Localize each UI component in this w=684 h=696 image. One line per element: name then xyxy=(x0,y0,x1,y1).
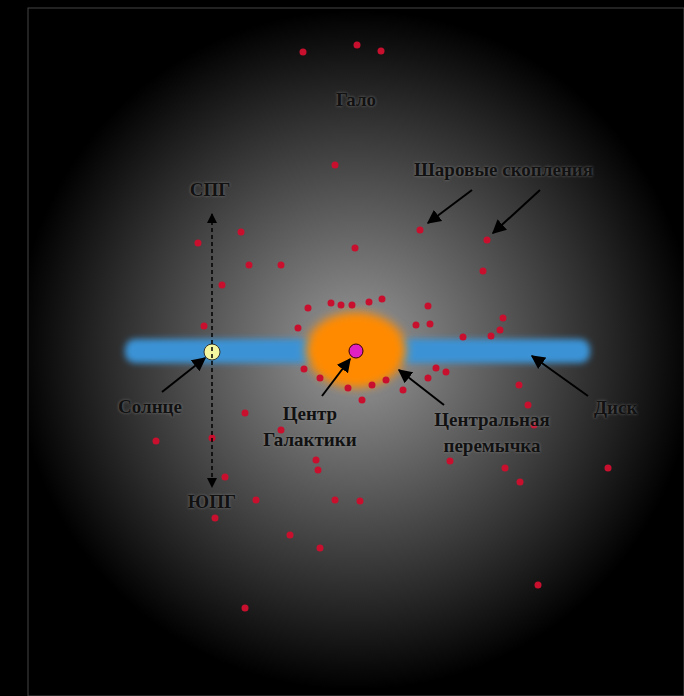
cluster-dot xyxy=(427,321,434,328)
cluster-dot xyxy=(238,229,245,236)
sun-label: Солнце xyxy=(118,394,182,420)
cluster-dot xyxy=(535,582,542,589)
north-pole-label: СПГ xyxy=(190,177,231,203)
cluster-dot xyxy=(313,457,320,464)
halo-ground xyxy=(28,8,684,696)
cluster-dot xyxy=(484,237,491,244)
cluster-dot xyxy=(447,458,454,465)
cluster-dot xyxy=(460,334,467,341)
cluster-dot xyxy=(345,385,352,392)
cluster-dot xyxy=(195,240,202,247)
pole-axis xyxy=(211,214,213,487)
cluster-dot xyxy=(413,322,420,329)
cluster-dot xyxy=(500,315,507,322)
cluster-dot xyxy=(433,365,440,372)
cluster-dot xyxy=(352,245,359,252)
cluster-dot xyxy=(379,296,386,303)
cluster-dot xyxy=(317,375,324,382)
cluster-dot xyxy=(517,479,524,486)
cluster-dot xyxy=(278,262,285,269)
cluster-dot xyxy=(253,497,260,504)
cluster-dot xyxy=(201,323,208,330)
cluster-dot xyxy=(425,375,432,382)
cluster-dot xyxy=(605,465,612,472)
cluster-dot xyxy=(328,300,335,307)
central-bar xyxy=(306,312,406,388)
cluster-dot xyxy=(366,299,373,306)
cluster-dot xyxy=(305,305,312,312)
cluster-dot xyxy=(300,49,307,56)
cluster-dot xyxy=(287,532,294,539)
cluster-dot xyxy=(400,387,407,394)
clusters-label: Шаровые скопления xyxy=(414,157,593,183)
cluster-dot xyxy=(502,465,509,472)
cluster-dot xyxy=(357,498,364,505)
cluster-dot xyxy=(338,302,345,309)
cluster-dot xyxy=(480,268,487,275)
cluster-dot xyxy=(378,48,385,55)
center-label: Центр Галактики xyxy=(255,401,365,452)
cluster-dot xyxy=(332,497,339,504)
cluster-dot xyxy=(246,262,253,269)
galactic-center xyxy=(349,344,363,358)
cluster-dot xyxy=(332,162,339,169)
cluster-dot xyxy=(443,369,450,376)
cluster-dot xyxy=(295,325,302,332)
cluster-dot xyxy=(153,438,160,445)
cluster-dot xyxy=(242,410,249,417)
cluster-dot xyxy=(359,397,366,404)
cluster-dot xyxy=(369,382,376,389)
cluster-dot xyxy=(349,302,356,309)
cluster-dot xyxy=(497,327,504,334)
disk-label: Диск xyxy=(594,395,637,421)
cluster-dot xyxy=(222,474,229,481)
cluster-dot xyxy=(242,605,249,612)
globular-clusters xyxy=(153,42,612,612)
cluster-dot xyxy=(417,227,424,234)
cluster-dot xyxy=(219,282,226,289)
cluster-dot xyxy=(212,515,219,522)
cluster-dot xyxy=(317,545,324,552)
leader-lines xyxy=(162,190,588,405)
cluster-dot xyxy=(516,382,523,389)
cluster-dot xyxy=(425,303,432,310)
bar-label: Центральная перемычка xyxy=(412,407,572,458)
cluster-dot xyxy=(383,377,390,384)
cluster-dot xyxy=(301,366,308,373)
south-pole-label: ЮПГ xyxy=(188,489,236,515)
cluster-dot xyxy=(525,402,532,409)
cluster-dot xyxy=(354,42,361,49)
halo-label: Гало xyxy=(336,87,376,113)
cluster-dot xyxy=(488,333,495,340)
cluster-dot xyxy=(315,467,322,474)
